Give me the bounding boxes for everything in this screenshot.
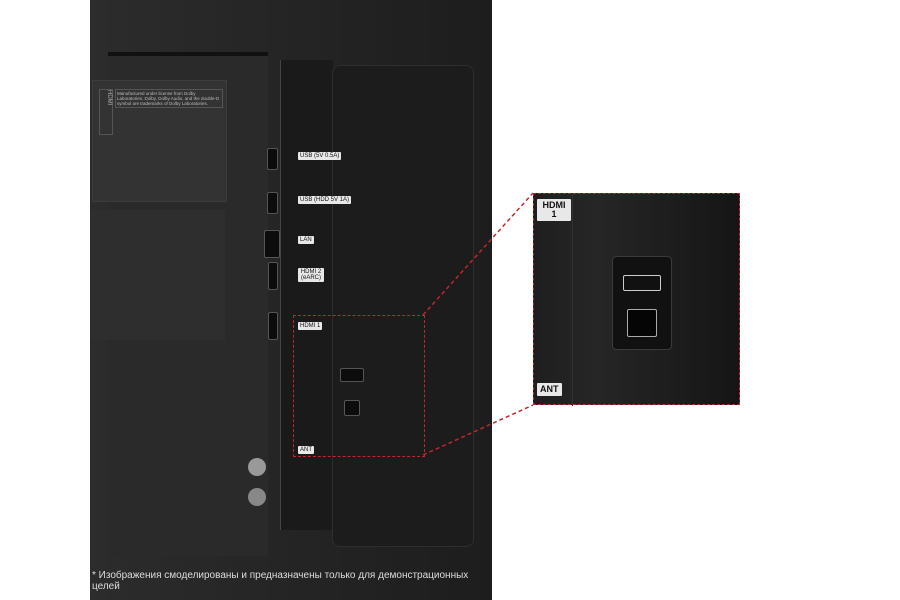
antenna-connector (248, 458, 266, 476)
hdmi-port (623, 275, 661, 291)
usb-port-1 (267, 148, 278, 170)
zoomed-inset: HDMI 1 ANT (533, 193, 740, 406)
back-cover (332, 65, 474, 547)
optical-port (627, 309, 657, 337)
hdmi2-label: HDMI 2 (eARC) (298, 268, 324, 282)
usb2-label: USB (HDD 5V 1A) (298, 196, 352, 204)
antenna-connector-2 (248, 488, 266, 506)
optical-port (344, 400, 360, 416)
lan-label: LAN (298, 236, 314, 244)
tv-back-panel-photo: HDMI Manufactured under license from Dol… (90, 0, 492, 600)
dolby-label: HDMI Manufactured under license from Dol… (92, 80, 227, 202)
dolby-text: Manufactured under license from Dolby La… (115, 89, 223, 108)
usb1-label: USB (5V 0.5A) (298, 152, 342, 160)
callout-line-bottom (422, 404, 534, 456)
disclaimer: * Изображения смоделированы и предназнач… (92, 570, 469, 592)
lan-port (264, 230, 280, 258)
inset-ant-label: ANT (537, 383, 562, 396)
callout-box (293, 315, 425, 457)
panel-block (90, 210, 225, 340)
inset-hdmi1-label: HDMI 1 (537, 199, 571, 221)
hdmi2-port (268, 262, 278, 290)
hdmi1-port (268, 312, 278, 340)
hdmi1-label: HDMI 1 (298, 322, 323, 330)
port-bezel (612, 256, 672, 350)
hdmi-vertical-label: HDMI (99, 89, 113, 135)
hdmi-port-cover (340, 368, 364, 382)
ant-label: ANT (298, 446, 314, 454)
usb-port-2 (267, 192, 278, 214)
strip-edge (572, 194, 573, 406)
callout-line-top (422, 192, 534, 316)
